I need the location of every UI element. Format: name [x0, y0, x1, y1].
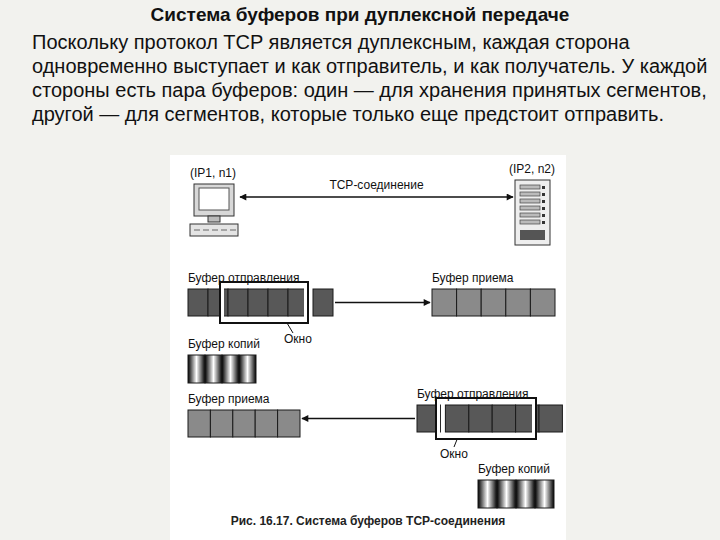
window-label: Окно	[284, 332, 312, 346]
segment-cell	[205, 355, 222, 383]
segment-cells	[432, 289, 555, 316]
figure-caption: Рис. 16.17. Система буферов TCP-соединен…	[170, 514, 566, 528]
segment-cell	[535, 480, 554, 508]
buffer-label: Буфер копий	[188, 337, 260, 351]
segment-cells	[478, 480, 554, 508]
segment-cell	[188, 289, 208, 316]
buffer-label: (IP2, n2)	[509, 162, 555, 176]
buffer-label: Буфер копий	[478, 462, 550, 476]
buffer-label: Буфер приема	[432, 271, 514, 285]
segment-cell	[210, 410, 232, 437]
segment-cell	[492, 405, 515, 432]
client-host: (IP1, n1)	[190, 184, 238, 238]
connection-label: TCP-соединение	[326, 178, 426, 192]
segment-cell	[222, 355, 239, 383]
buffer-strip: Буфер приема	[188, 410, 300, 437]
segment-cell	[255, 410, 277, 437]
segment-cells	[417, 405, 556, 432]
server-host: (IP2, n2)	[515, 180, 550, 245]
segment-cell	[445, 405, 468, 432]
figure-panel	[170, 155, 566, 540]
segment-cells	[188, 355, 256, 383]
segment-cell	[239, 355, 256, 383]
segment-cells	[188, 289, 333, 316]
window-frame	[436, 398, 536, 439]
segment-cell	[481, 289, 506, 316]
segment-cell	[278, 410, 300, 437]
segment-cell	[432, 289, 457, 316]
segment-cell	[497, 480, 516, 508]
buffer-strip: Буфер приема	[432, 289, 555, 316]
window-frame	[220, 282, 308, 323]
window-frame	[438, 400, 534, 437]
buffer-label: Буфер отправления	[188, 271, 299, 285]
segment-cell	[516, 480, 535, 508]
segment-cell	[208, 289, 228, 316]
window-frame	[222, 284, 306, 321]
leader-line	[287, 323, 293, 333]
segment-cell	[506, 289, 531, 316]
window-label: Окно	[440, 447, 468, 461]
segment-cell	[457, 289, 482, 316]
buffer-strip: Буфер отправления	[417, 405, 556, 432]
host-icon	[190, 184, 238, 238]
segment-cell	[530, 289, 555, 316]
segment-cell	[228, 289, 248, 316]
buffer-strip: Буфер копий	[188, 355, 256, 383]
buffer-label: Буфер приема	[188, 392, 270, 406]
segment-cell	[188, 355, 205, 383]
buffer-label: Буфер отправления	[417, 387, 528, 401]
body-paragraph: Поскольку протокол TCP является дуплексн…	[32, 30, 712, 126]
host-icon	[515, 180, 550, 245]
slide-title: Система буферов при дуплексной передаче	[0, 4, 720, 26]
segment-cell	[233, 410, 255, 437]
segment-cells	[188, 410, 300, 437]
buffer-strip: Буфер отправления	[188, 289, 333, 316]
segment-cell	[478, 480, 497, 508]
segment-cell	[469, 405, 492, 432]
connector-arrow	[302, 418, 415, 420]
buffer-strip: Буфер копий	[478, 480, 554, 508]
buffer-label: (IP1, n1)	[190, 166, 236, 180]
connector-arrow	[335, 302, 430, 304]
segment-cell	[188, 410, 210, 437]
segment-cell	[313, 289, 333, 316]
segment-cell	[268, 289, 288, 316]
segment-cell	[248, 289, 268, 316]
segment-cell	[539, 405, 562, 432]
connector-arrow	[240, 196, 513, 198]
